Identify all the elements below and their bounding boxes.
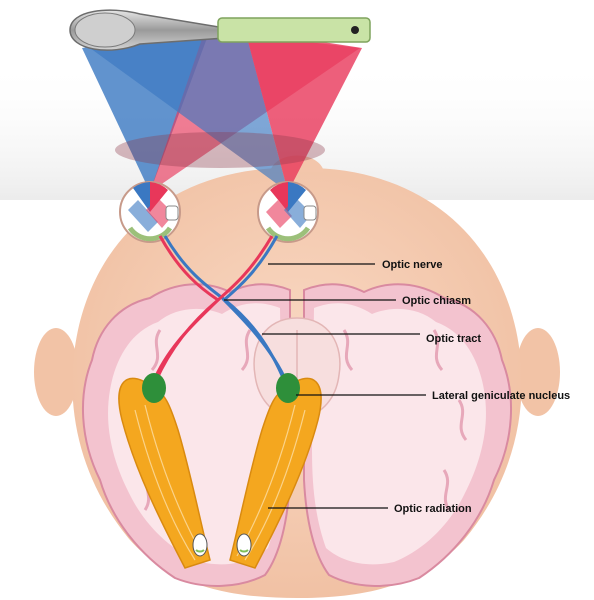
optic-radiations (118, 377, 322, 569)
blue-cone-right-eye (90, 30, 288, 192)
right-optic-radiation (229, 377, 322, 569)
annotations: Optic nerve Optic chiasm Optic tract Lat… (224, 259, 570, 515)
spoon-occluder-icon (69, 9, 226, 51)
right-lgn (276, 373, 300, 403)
red-cone-right-eye (245, 30, 362, 192)
visual-field-cones (82, 30, 362, 192)
optic-radiation-label: Optic radiation (394, 503, 472, 515)
left-optic-radiation (118, 377, 211, 569)
brain (81, 283, 513, 587)
lgn-label: Lateral geniculate nucleus (432, 390, 570, 402)
optic-tract-label: Optic tract (426, 333, 481, 345)
right-ear (516, 328, 560, 416)
forehead-shadow (115, 132, 325, 168)
right-gyri (342, 329, 468, 511)
right-cortex-eye-icon (236, 533, 252, 557)
left-lgn (142, 373, 166, 403)
right-eye-nerve-red (152, 235, 274, 386)
left-ear (34, 328, 78, 416)
left-cortex-eye-icon (192, 533, 208, 557)
optic-chiasm-label: Optic chiasm (402, 295, 471, 307)
left-eye (119, 181, 181, 243)
lollipop-occluder-icon (217, 17, 371, 43)
right-eye (257, 181, 319, 243)
optic-nerve-label: Optic nerve (382, 259, 443, 271)
